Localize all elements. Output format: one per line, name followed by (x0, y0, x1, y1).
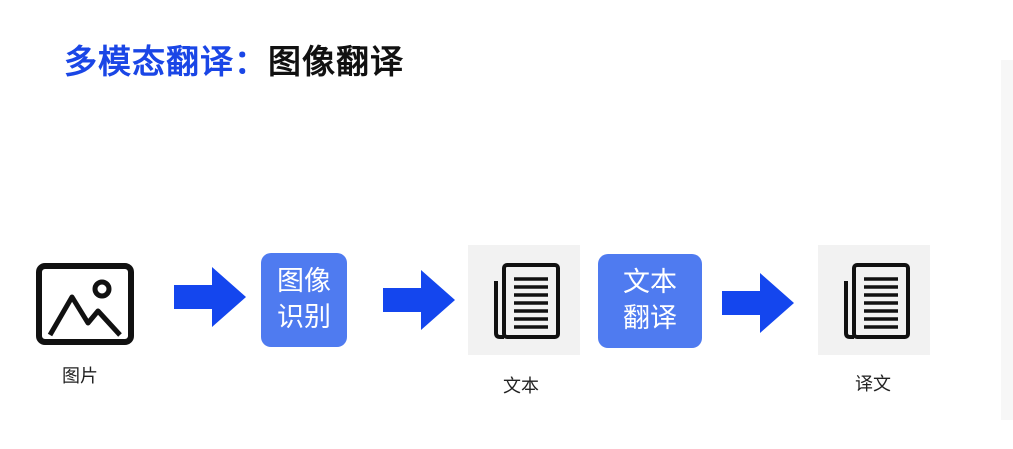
right-edge-shade (1001, 60, 1013, 420)
image-recognition-line1: 图像 (277, 266, 331, 297)
right-arrow-icon (174, 267, 246, 327)
image-label: 图片 (62, 366, 98, 387)
text-translation-box: 文本 翻译 (598, 254, 702, 348)
translation-label: 译文 (855, 374, 891, 395)
title-highlight: 多模态翻译： (64, 42, 268, 81)
document-icon (494, 263, 560, 339)
right-arrow-icon (383, 270, 455, 330)
title-main: 图像翻译 (268, 42, 404, 81)
document-icon (844, 263, 910, 339)
image-icon (36, 263, 134, 345)
translation-document-tile (818, 245, 930, 355)
text-translation-line1: 文本 (623, 267, 677, 298)
right-arrow-icon (722, 273, 794, 333)
image-recognition-line2: 识别 (277, 302, 331, 333)
text-translation-line2: 翻译 (623, 303, 677, 334)
text-label: 文本 (503, 376, 539, 397)
image-recognition-box: 图像 识别 (261, 253, 347, 347)
text-document-tile (468, 245, 580, 355)
page-title: 多模态翻译：图像翻译 (64, 40, 404, 84)
